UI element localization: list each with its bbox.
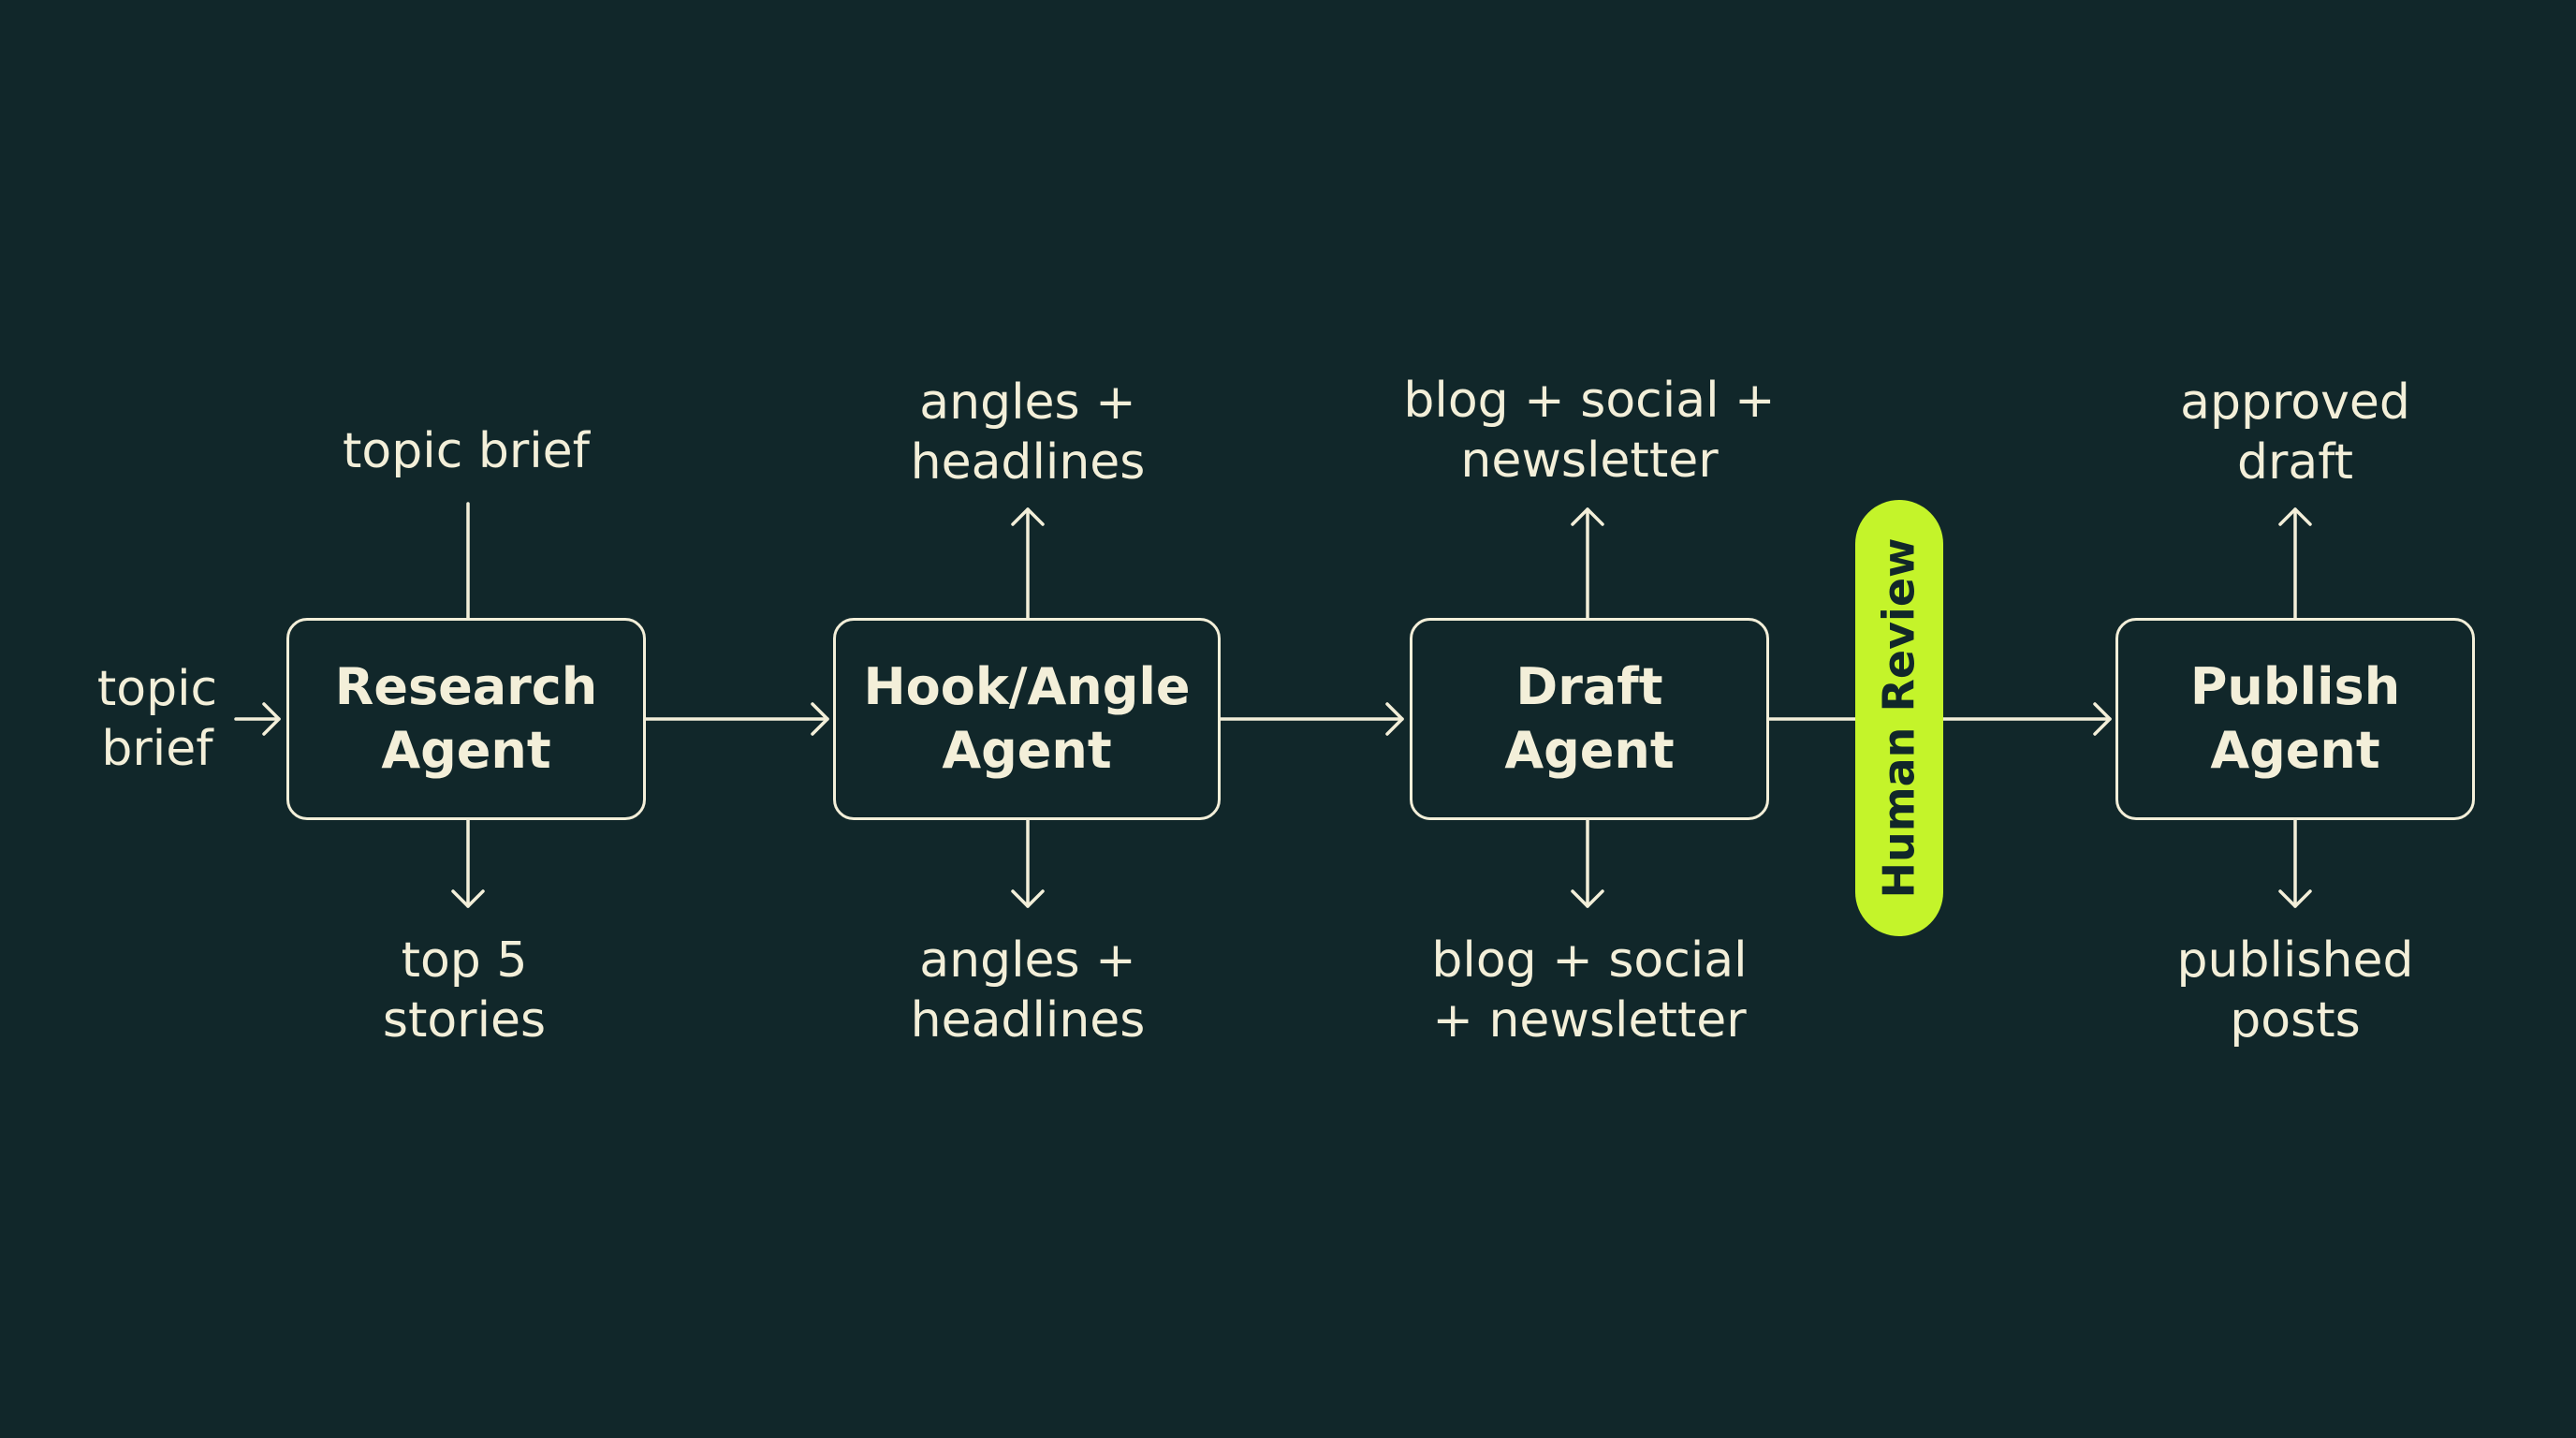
hook-output-bottom-label: angles + headlines: [910, 932, 1146, 1049]
hook-angle-agent-label: Hook/Angle Agent: [863, 657, 1191, 780]
draft-agent-box: Draft Agent: [1410, 618, 1769, 820]
human-review-pill: Human Review: [1855, 500, 1943, 936]
arrow-research-down: [451, 818, 485, 908]
arrow-publish-down: [2278, 818, 2312, 908]
arrow-hook-down: [1011, 818, 1045, 908]
arrow-input-to-research: [234, 702, 281, 736]
research-agent-label: Research Agent: [334, 657, 598, 780]
draft-agent-label: Draft Agent: [1504, 657, 1675, 780]
human-review-label: Human Review: [1874, 537, 1925, 899]
arrow-draft-down: [1571, 818, 1604, 908]
research-agent-box: Research Agent: [286, 618, 646, 820]
arrow-review-to-publish: [1939, 702, 2112, 736]
hook-output-top-label: angles + headlines: [910, 374, 1146, 491]
draft-output-bottom-label: blog + social + newsletter: [1431, 932, 1748, 1049]
publish-agent-label: Publish Agent: [2189, 657, 2401, 780]
draft-output-top-label: blog + social + newsletter: [1403, 373, 1776, 489]
arrow-hook-up: [1011, 507, 1045, 620]
arrow-research-to-hook: [644, 702, 829, 736]
publish-output-label: published posts: [2176, 932, 2414, 1049]
publish-agent-box: Publish Agent: [2115, 618, 2475, 820]
input-topic-brief-label: topic brief: [96, 661, 218, 777]
hook-angle-agent-box: Hook/Angle Agent: [833, 618, 1221, 820]
research-output-label: top 5 stories: [382, 932, 547, 1049]
arrow-draft-up: [1571, 507, 1604, 620]
arrow-publish-up: [2278, 507, 2312, 620]
arrow-hook-to-draft: [1219, 702, 1404, 736]
publish-input-label: approved draft: [2180, 374, 2410, 491]
research-input-label: topic brief: [343, 423, 590, 479]
